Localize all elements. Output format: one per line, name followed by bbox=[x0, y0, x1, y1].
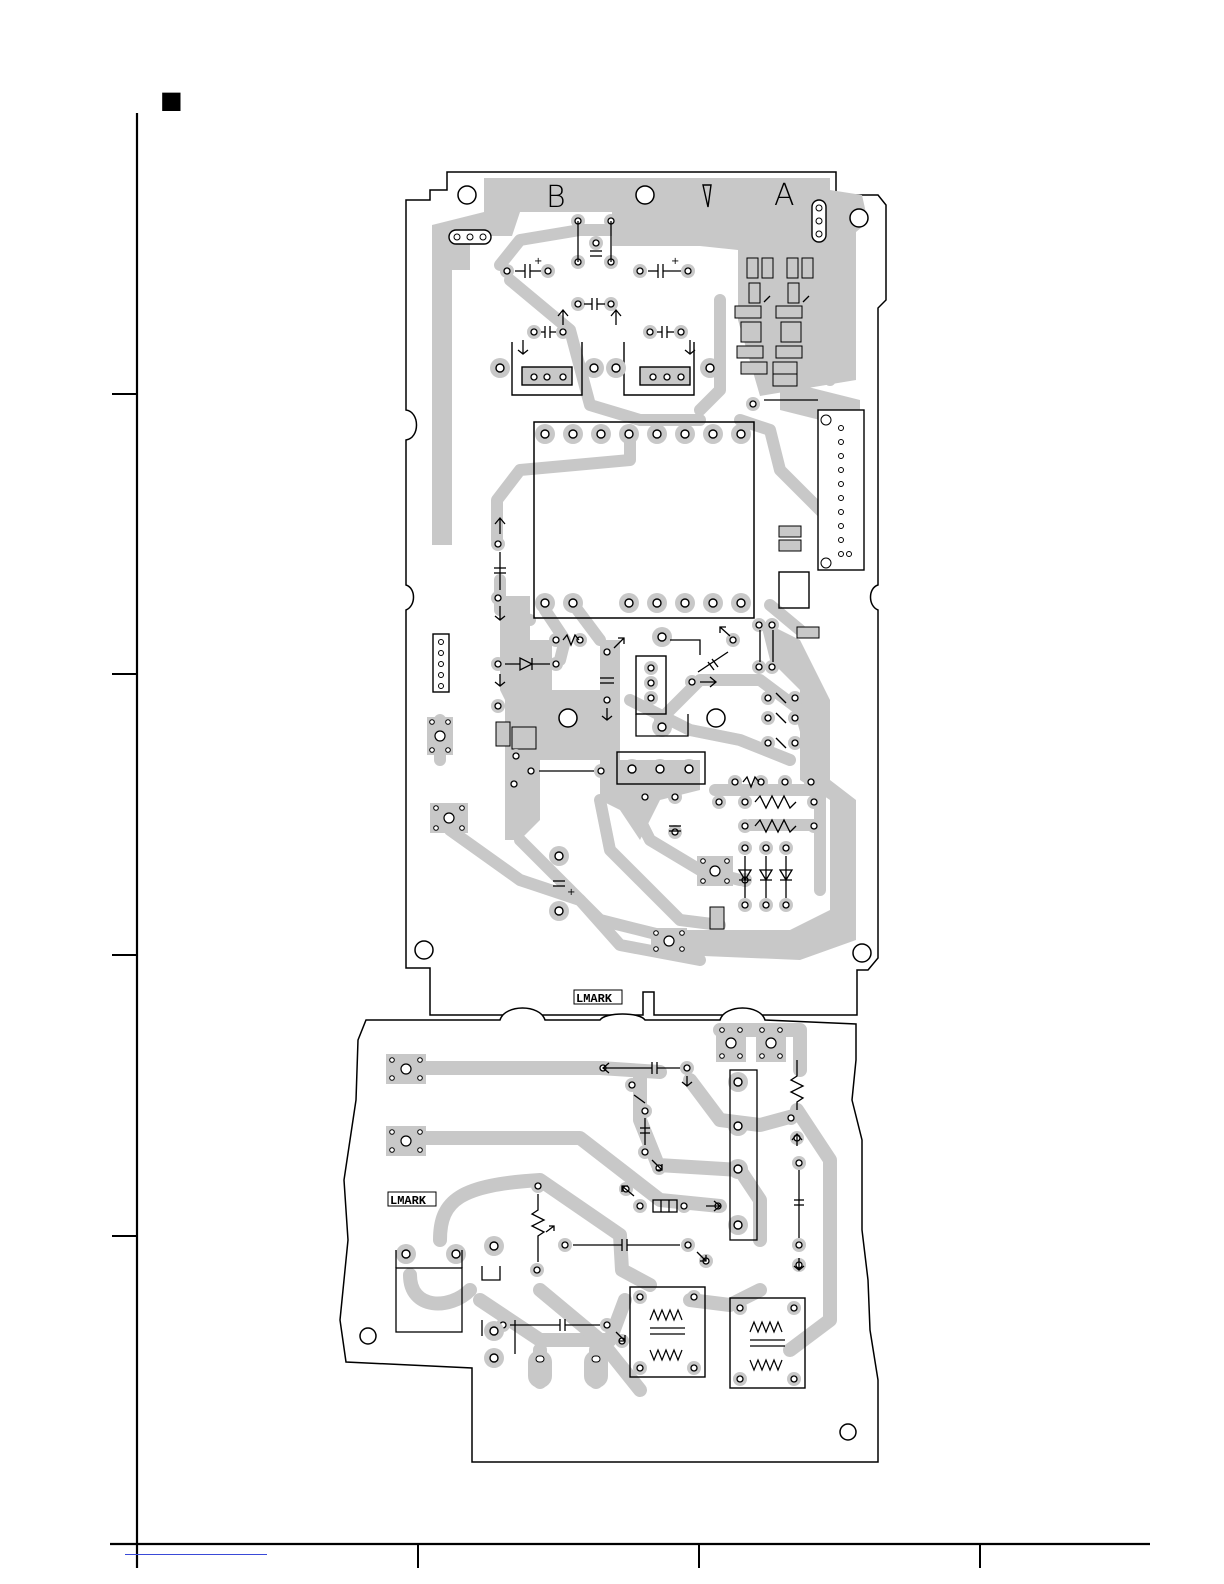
connector-12pin-right bbox=[818, 410, 864, 570]
svg-text:+: + bbox=[567, 887, 575, 898]
svg-text:+: + bbox=[534, 256, 542, 267]
section-marker: ■ bbox=[160, 86, 183, 114]
connector-3pin-top-left bbox=[449, 230, 491, 244]
link-underline bbox=[125, 1554, 267, 1555]
svg-text:+: + bbox=[671, 256, 679, 267]
svg-text:LMARK: LMARK bbox=[576, 992, 613, 1006]
svg-text:LMARK: LMARK bbox=[390, 1194, 427, 1208]
top-board: B A bbox=[406, 172, 886, 1015]
silkscreen-a: A bbox=[774, 178, 795, 213]
bottom-board: LMARK bbox=[340, 1008, 878, 1462]
connector-5pin-left bbox=[433, 634, 449, 692]
connector-3pin-top-right bbox=[812, 200, 826, 242]
silkscreen-b: B bbox=[546, 180, 566, 215]
